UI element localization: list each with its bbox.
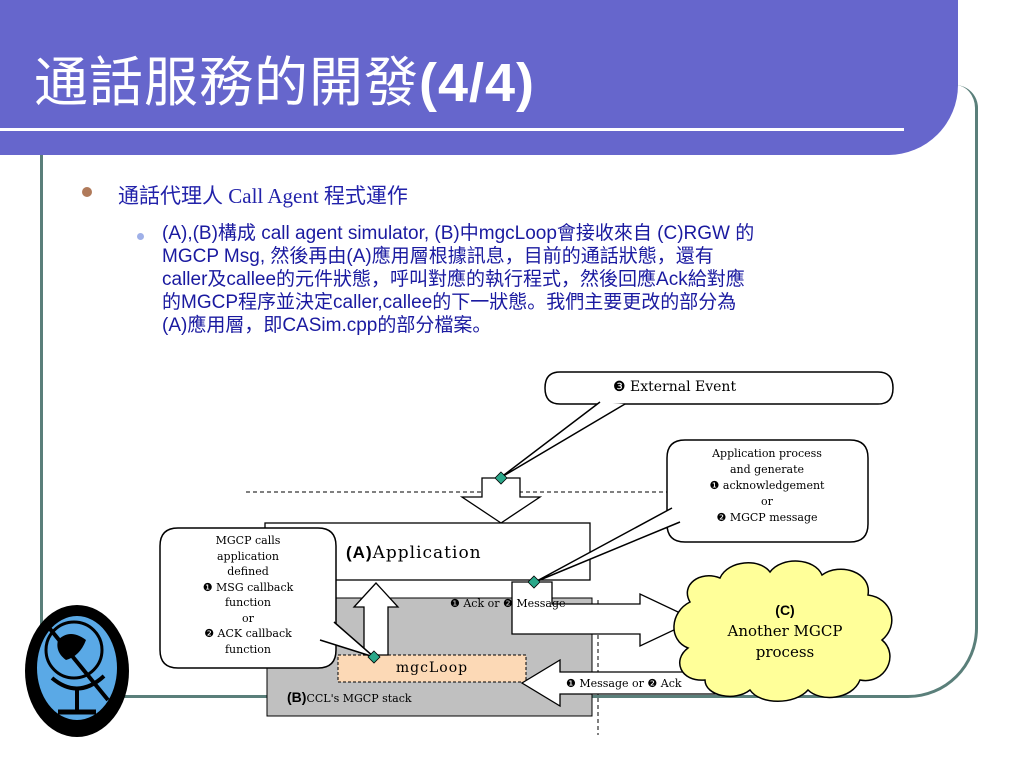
external-event-bubble — [544, 371, 894, 405]
app-process-line: or — [761, 495, 773, 508]
application-label: (A)Application — [346, 543, 482, 563]
bullet-line: 的MGCP程序並決定caller,callee的下一狀態。我們主要更改的部分為 — [162, 292, 737, 313]
external-event-label: ❸ External Event — [613, 379, 737, 395]
message-ack-arrow — [520, 658, 736, 708]
mgcloop-box — [337, 654, 527, 683]
title-suffix: (4/4) — [419, 53, 536, 113]
application-text: Application — [372, 543, 482, 563]
message-or-ack-label: ❶ Message or ❷ Ack — [566, 677, 682, 690]
app-process-line: and generate — [729, 463, 805, 476]
cloud-text: (C) Another MGCP process — [690, 600, 880, 663]
callback-line: function — [224, 596, 272, 609]
callback-line: function — [224, 642, 272, 656]
callback-line: or — [242, 611, 254, 625]
bullet-level1: 通話代理人 Call Agent 程式運作 — [118, 184, 408, 208]
bullet-line: (A),(B)構成 call agent simulator, (B)中mgcL… — [162, 223, 755, 244]
application-prefix: (A) — [346, 543, 373, 562]
app-process-line: Application process — [712, 447, 822, 460]
bullet-line: MGCP Msg, 然後再由(A)應用層根據訊息，目前的通話狀態，還有 — [162, 246, 714, 267]
frame-corner — [955, 85, 978, 165]
app-process-bubble — [666, 439, 869, 543]
callback-text: MGCP calls application defined ❶ MSG cal… — [162, 533, 334, 657]
stack-text: CCL's MGCP stack — [306, 692, 412, 705]
bullet-level2: (A),(B)構成 call agent simulator, (B)中mgcL… — [162, 222, 962, 337]
cloud-line: Another MGCP — [727, 622, 843, 640]
slide-title: 通話服務的開發(4/4) — [34, 38, 535, 117]
ack-or-message-label: ❶ Ack or ❷ Message — [450, 597, 566, 610]
down-arrow — [459, 477, 543, 524]
globe-icon — [25, 605, 129, 737]
callback-line: application — [216, 549, 280, 563]
app-process-line: ❶ acknowledgement — [709, 479, 825, 492]
connector-point — [494, 471, 508, 485]
callback-line: MGCP calls — [215, 534, 281, 547]
app-process-text: Application process and generate ❶ ackno… — [668, 446, 866, 526]
cloud-line: process — [755, 643, 815, 661]
stack-prefix: (B) — [287, 689, 307, 705]
bullet-line: (A)應用層，即CASim.cpp的部分檔案。 — [162, 315, 492, 336]
cloud-line: (C) — [775, 602, 795, 618]
app-process-line: ❷ MGCP message — [716, 511, 818, 524]
callback-bubble — [159, 527, 337, 669]
bullet-dot-level1 — [82, 187, 92, 197]
connector-point-ack — [527, 575, 541, 589]
another-mgcp-cloud — [673, 560, 893, 702]
bullet-dot-level2 — [137, 233, 144, 240]
up-arrow — [352, 582, 400, 656]
title-main: 通話服務的開發 — [34, 51, 419, 114]
callback-line: defined — [227, 565, 269, 578]
connector-point-mgcloop — [367, 650, 381, 664]
external-event-callout — [499, 401, 626, 479]
stack-label: (B)CCL's MGCP stack — [287, 689, 412, 705]
mgcloop-label: mgcLoop — [395, 660, 469, 676]
bullet-line: caller及callee的元件狀態，呼叫對應的執行程式，然後回應Ack給對應 — [162, 269, 745, 290]
callback-line: ❶ MSG callback — [202, 580, 294, 594]
title-underline — [0, 128, 904, 131]
ack-message-arrow — [511, 581, 697, 648]
callback-line: ❷ ACK callback — [204, 627, 292, 640]
